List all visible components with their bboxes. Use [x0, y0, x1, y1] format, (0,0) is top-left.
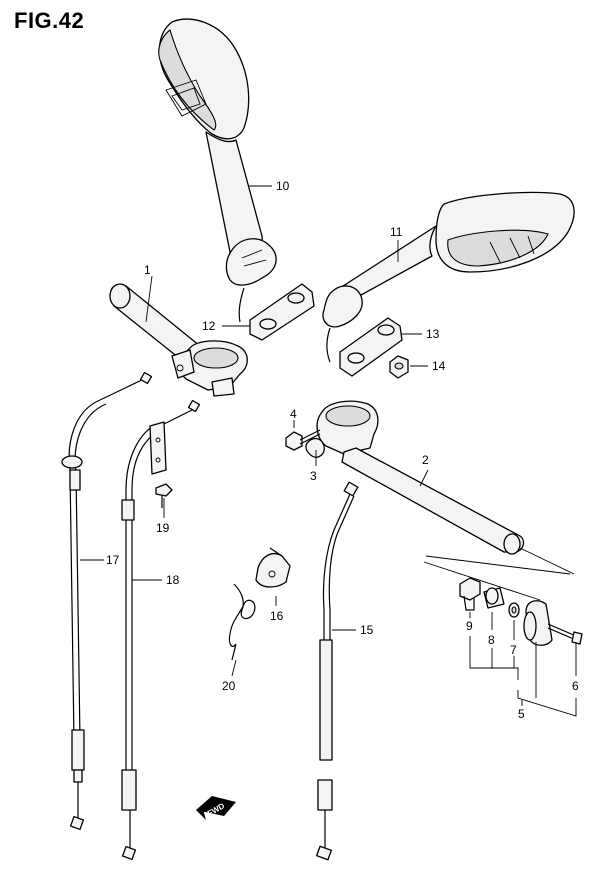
callout-19: 19: [156, 521, 170, 535]
left-mirror-bracket[interactable]: [249, 283, 315, 341]
callout-12: 12: [202, 319, 216, 333]
callout-10: 10: [276, 179, 290, 193]
callout-15: 15: [360, 623, 374, 637]
spacer[interactable]: [508, 602, 520, 618]
cable-15[interactable]: [316, 481, 359, 861]
throttle-cable-2[interactable]: [121, 399, 201, 861]
callout-3: 3: [310, 469, 317, 483]
callout-8: 8: [488, 633, 495, 647]
callout-6: 6: [572, 679, 579, 693]
callout-11: 11: [390, 225, 403, 239]
bar-end-screw[interactable]: [547, 623, 583, 645]
callout-13: 13: [426, 327, 440, 341]
bolt-4[interactable]: [285, 429, 321, 451]
callout-4: 4: [290, 407, 297, 421]
collar[interactable]: [483, 587, 505, 609]
left-handlebar[interactable]: [109, 283, 248, 397]
screw-19[interactable]: [155, 483, 173, 508]
exploded-guide: [423, 547, 575, 601]
right-handlebar[interactable]: [316, 400, 525, 555]
spring[interactable]: [228, 583, 256, 661]
right-mirror-bracket[interactable]: [339, 317, 403, 377]
callout-7: 7: [510, 643, 517, 657]
cable-clamp[interactable]: [255, 547, 291, 588]
right-mirror[interactable]: [322, 191, 575, 363]
bar-end-weight[interactable]: [523, 600, 553, 646]
callout-17: 17: [106, 553, 120, 567]
callout-1: 1: [144, 263, 151, 277]
callout-5: 5: [518, 707, 525, 721]
fwd-arrow: FWD: [196, 796, 236, 820]
callout-2: 2: [422, 453, 429, 467]
clamp-3[interactable]: [305, 437, 325, 458]
callout-9: 9: [466, 619, 473, 633]
figure-title: FIG.42: [14, 8, 85, 33]
bar-end-nut[interactable]: [459, 577, 481, 611]
left-mirror[interactable]: [158, 18, 277, 323]
callout-14: 14: [432, 359, 446, 373]
callout-20: 20: [222, 679, 236, 693]
nut[interactable]: [389, 355, 409, 379]
callout-18: 18: [166, 573, 180, 587]
callout-16: 16: [270, 609, 284, 623]
callouts: 1 2 3 4 5 6 7 8 9 10 11 12 13 14 15 16 1…: [106, 179, 579, 721]
leader-lines: [80, 185, 577, 717]
throttle-cable-1[interactable]: [61, 371, 153, 831]
